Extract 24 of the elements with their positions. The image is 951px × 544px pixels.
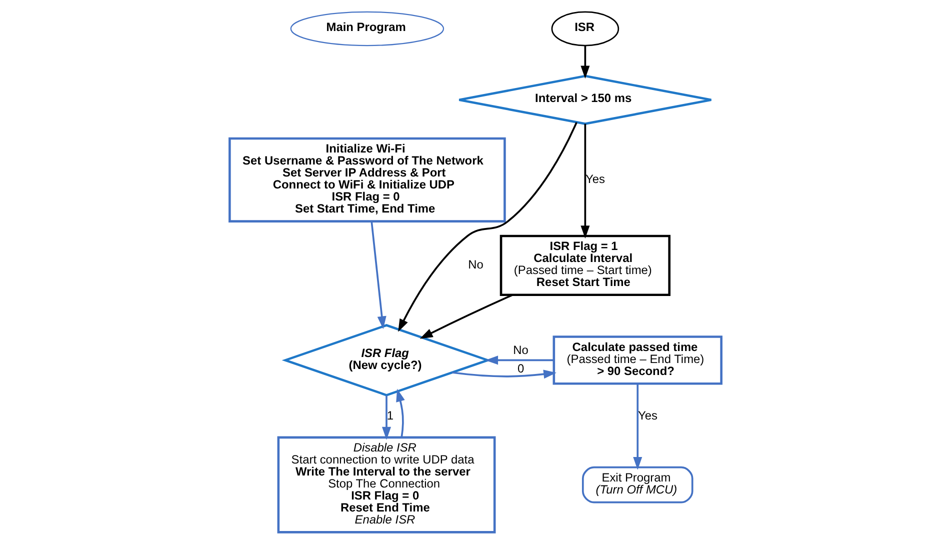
node-box: ISR Flag = 1 Calculate Interval (Passed time – Start time) Reset Start Time [500, 234, 670, 296]
node-diamond: Interval > 150 ms [458, 74, 712, 125]
arrow [580, 124, 590, 239]
edge-label: No [513, 343, 528, 358]
arrow [633, 384, 642, 470]
arrow [420, 294, 513, 339]
edge-label: Yes [638, 408, 658, 422]
edge-label: 1 [386, 408, 394, 422]
edge-label: 0 [517, 362, 524, 376]
edge-label: No [468, 258, 484, 272]
arrow [396, 388, 405, 438]
arrow [382, 395, 392, 440]
arrow [485, 356, 554, 365]
node-ellipse: ISR [551, 11, 620, 46]
arrow [370, 221, 386, 330]
node-box: Calculate passed time (Passed time – End Time) > 90 Second? [552, 336, 722, 385]
node-box: Exit Program (Turn Off MCU) [582, 466, 694, 504]
arrow [580, 46, 590, 79]
arrow [452, 370, 556, 379]
node-ellipse: Main Program [290, 11, 444, 46]
edge-label: Yes [586, 172, 606, 186]
node-box: Disable ISR Start connection to write UDP data Write The Interval to the server Stop The Connection ISR Flag = 0 Reset End Time Enable ISR [277, 436, 496, 534]
node-box: Initialize Wi-Fi Set Username & Password of The Network Set Server IP Address & Port Connect to WiFi & Initialize UDP ISR Flag = 0 Set Start Time, End Time [228, 137, 506, 222]
arrow [398, 122, 578, 332]
